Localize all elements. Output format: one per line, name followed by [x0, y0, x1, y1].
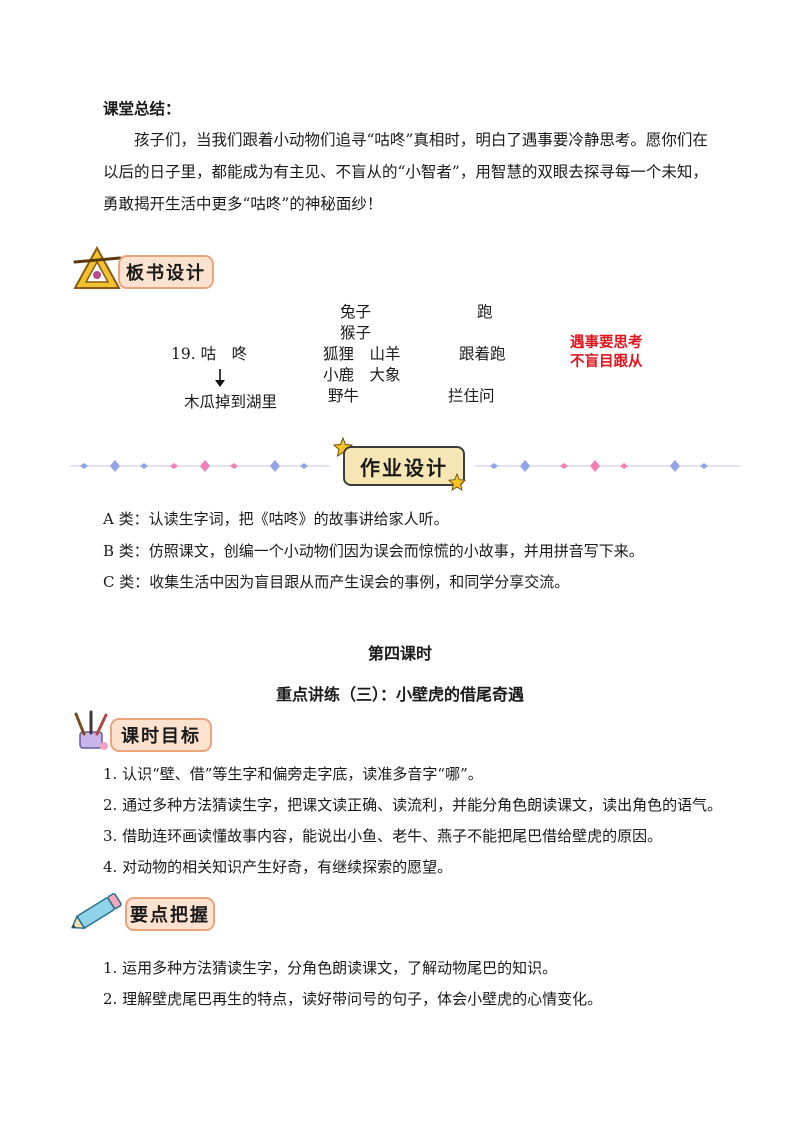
- summary-line: 孩子们，当我们跟着小动物们追寻“咕咚”真相时，明白了遇事要冷静思考。愿你们在: [134, 131, 708, 149]
- board-animal: 野牛: [328, 387, 360, 405]
- board-action: 拦住问: [448, 387, 495, 405]
- brushes-icon: [70, 710, 114, 752]
- goal-item: 4. 对动物的相关知识产生好奇，有继续探索的愿望。: [103, 858, 453, 876]
- goal-item: 1. 认识“壁、借”等生字和偏旁走字底，读准多音字“哪”。: [103, 765, 483, 783]
- summary-line: 勇敢揭开生活中更多“咕咚”的神秘面纱！: [103, 195, 383, 213]
- homework-item: C 类：收集生活中因为盲目跟从而产生误会的事例，和同学分享交流。: [103, 573, 570, 591]
- pencil-icon: [70, 886, 128, 938]
- goal-item: 2. 通过多种方法猜读生字，把课文读正确、读流利，并能分角色朗读课文，读出角色的…: [103, 796, 723, 814]
- keypoints-banner: 要点把握: [125, 897, 215, 931]
- board-lesson: 不盲目跟从: [570, 354, 643, 370]
- triangle-ruler-icon: [72, 244, 122, 292]
- board-design-banner: 板书设计: [118, 255, 214, 289]
- homework-item: A 类：认读生字词，把《咕咚》的故事讲给家人听。: [103, 510, 449, 528]
- board-action: 跟着跑: [459, 345, 506, 363]
- board-animal: 猴子: [340, 324, 372, 342]
- board-animal: 小鹿 大象: [323, 366, 401, 384]
- summary-heading: 课堂总结：: [103, 100, 181, 118]
- board-action: 跑: [477, 303, 493, 321]
- summary-paragraph: 孩子们，当我们跟着小动物们追寻“咕咚”真相时，明白了遇事要冷静思考。愿你们在 以…: [103, 124, 715, 220]
- lesson-subtitle: 重点讲练（三）：小壁虎的借尾奇遇: [275, 685, 524, 704]
- board-animal: 兔子: [340, 303, 372, 321]
- arrow-down-icon: [213, 368, 227, 388]
- keypoints-label: 要点把握: [130, 905, 210, 926]
- homework-item: B 类：仿照课文，创编一个小动物们因为误会而惊慌的小故事，并用拼音写下来。: [103, 542, 644, 560]
- goals-banner: 课时目标: [110, 718, 212, 752]
- board-design-label: 板书设计: [126, 263, 206, 284]
- board-title: 19. 咕 咚: [171, 345, 248, 363]
- goals-label: 课时目标: [121, 726, 201, 747]
- keypoint-item: 2. 理解壁虎尾巴再生的特点，读好带问号的句子，体会小壁虎的心情变化。: [103, 990, 603, 1008]
- sparkle-divider: [70, 446, 740, 486]
- keypoint-item: 1. 运用多种方法猜读生字，分角色朗读课文，了解动物尾巴的知识。: [103, 959, 558, 977]
- star-icon: [447, 472, 467, 492]
- board-cause: 木瓜掉到湖里: [184, 393, 278, 411]
- homework-label: 作业设计: [360, 455, 448, 480]
- board-lesson: 遇事要思考: [570, 335, 643, 351]
- goal-item: 3. 借助连环画读懂故事内容，能说出小鱼、老牛、燕子不能把尾巴借给壁虎的原因。: [103, 827, 663, 845]
- board-animal: 狐狸 山羊: [323, 345, 401, 363]
- summary-line: 以后的日子里，都能成为有主见、不盲从的“小智者”，用智慧的双眼去探寻每一个未知，: [103, 163, 708, 181]
- homework-banner: 作业设计: [343, 446, 465, 486]
- lesson-title: 第四课时: [367, 644, 432, 663]
